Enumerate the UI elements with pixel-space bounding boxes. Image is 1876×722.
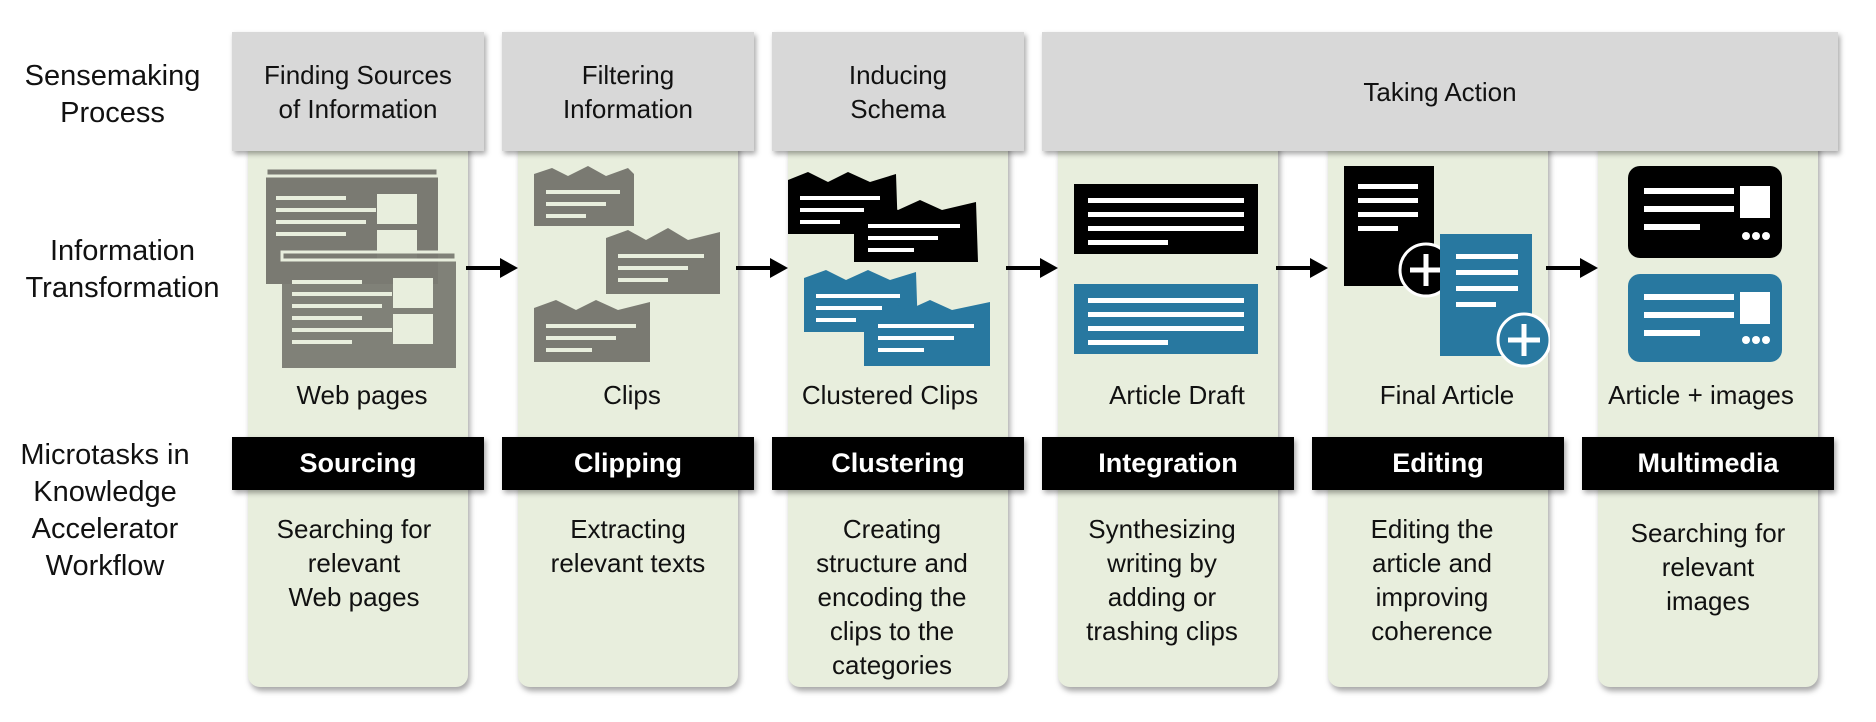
phase-taking-action: Taking Action [1042,32,1838,151]
phase-line: Taking Action [1363,76,1517,107]
row-label-line: Sensemaking [24,60,201,92]
row-label-line: Transformation [25,272,220,304]
desc-line: Creating [842,514,942,544]
row-label-line: Process [60,97,165,129]
artifact-label: Web pages [296,380,428,410]
task-description-clipping: Extracting relevant texts [518,512,738,580]
desc-line: Searching for [276,514,432,544]
row-label-line: Microtasks in [20,439,190,471]
desc-line: article and [1372,548,1492,578]
artifact-label: Article + images [1608,380,1794,410]
task-description-sourcing: Searching for relevant Web pages [244,512,464,614]
arrow-right-icon [736,258,788,278]
row-label-line: Knowledge [33,476,177,508]
task-description-editing: Editing the article and improving cohere… [1322,512,1542,648]
desc-line: images [1666,586,1750,616]
desc-line: writing by [1107,548,1217,578]
phase-line: of Information [278,93,438,124]
desc-line: coherence [1371,616,1493,646]
task-multimedia: Multimedia [1582,437,1834,490]
task-description-integration: Synthesizing writing by adding or trashi… [1052,512,1272,648]
task-integration: Integration [1042,437,1294,490]
row-label-line: Accelerator [31,513,179,545]
phase-line: Finding Sources [264,59,452,90]
phase-line: Schema [850,93,946,124]
desc-line: Editing the [1370,514,1494,544]
web-pages-icon [264,166,458,368]
phase-line: Filtering [581,59,675,90]
desc-line: Extracting [570,514,686,544]
desc-line: relevant texts [550,548,706,578]
row-label-microtasks: Microtasks in Knowledge Accelerator Work… [5,437,205,585]
task-clustering: Clustering [772,437,1024,490]
arrow-right-icon [1006,258,1058,278]
desc-line: relevant [307,548,401,578]
task-editing: Editing [1312,437,1564,490]
desc-line: Web pages [288,582,420,612]
desc-line: trashing clips [1086,616,1238,646]
arrow-right-icon [1276,258,1328,278]
task-sourcing: Sourcing [232,437,484,490]
desc-line: clips to the [829,616,955,646]
phase-line: Information [562,93,694,124]
row-label-line: Workflow [45,550,165,582]
row-label-line: Information [49,235,196,267]
desc-line: relevant [1661,552,1755,582]
article-draft-icon [1074,184,1258,354]
desc-line: adding or [1107,582,1217,612]
desc-line: Synthesizing [1088,514,1236,544]
task-description-multimedia: Searching for relevant images [1598,516,1818,618]
phase-line: Inducing [848,59,948,90]
artifact-label: Clips [603,380,661,410]
desc-line: improving [1375,582,1489,612]
task-clipping: Clipping [502,437,754,490]
row-label-sensemaking: Sensemaking Process [10,58,215,132]
desc-line: structure and [816,548,968,578]
artifact-label: Final Article [1379,380,1515,410]
arrow-right-icon [466,258,518,278]
clustered-clips-icon [788,172,990,366]
article-images-icon [1628,166,1782,362]
arrow-right-icon [1546,258,1598,278]
final-article-icon [1344,166,1550,368]
clips-icon [534,166,720,362]
artifact-label: Article Draft [1109,380,1245,410]
desc-line: encoding the [817,582,967,612]
desc-line: Searching for [1630,518,1786,548]
row-label-transformation: Information Transformation [10,233,235,307]
desc-line: categories [832,650,952,680]
task-description-clustering: Creating structure and encoding the clip… [782,512,1002,682]
artifact-label: Clustered Clips [801,380,979,410]
